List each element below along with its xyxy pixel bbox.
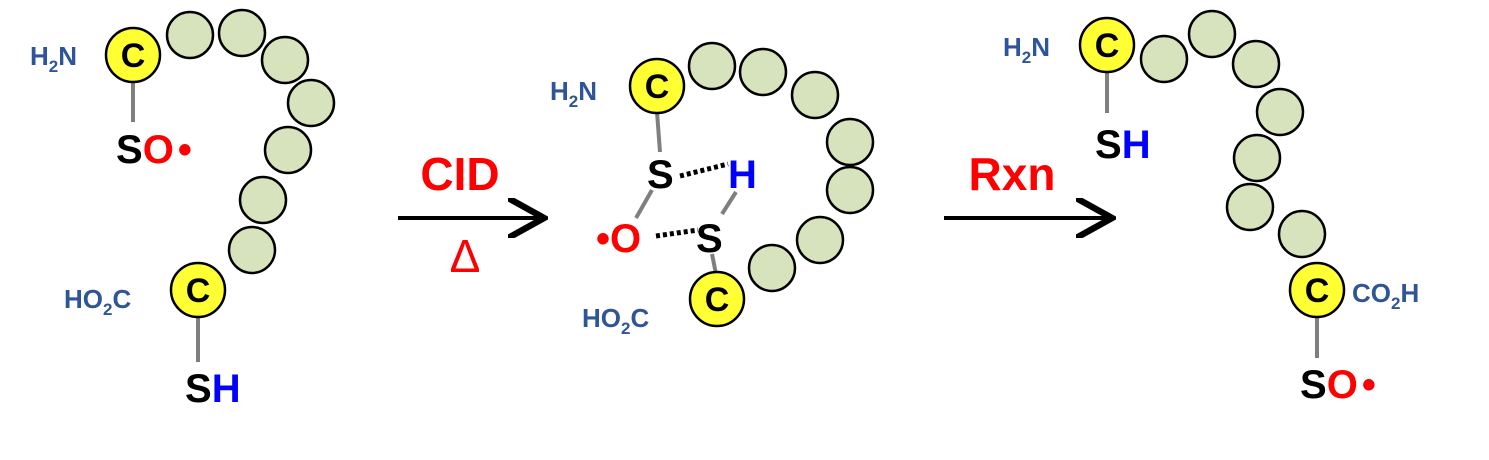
arrow-label-rxn: Rxn bbox=[969, 148, 1056, 200]
sulfinyl-radical: SO• bbox=[1300, 363, 1376, 407]
hydrogen-bond-os bbox=[655, 227, 699, 239]
n-terminus-label: H2N bbox=[1003, 32, 1050, 67]
residue-bead bbox=[747, 243, 797, 293]
cys-label: C bbox=[645, 68, 670, 106]
residue-bead bbox=[687, 41, 737, 91]
cys-label: C bbox=[121, 37, 146, 75]
s-o-bond bbox=[634, 189, 654, 219]
residue-bead bbox=[165, 10, 215, 60]
residue-bead bbox=[825, 117, 875, 167]
residue-bead bbox=[1225, 182, 1275, 232]
n-terminus-label: H2N bbox=[550, 76, 597, 111]
residue-bead bbox=[1232, 133, 1282, 183]
cysteine-c-terminal bbox=[688, 270, 746, 328]
cysteine-c-terminal bbox=[1288, 261, 1346, 319]
residue-bead bbox=[286, 78, 336, 128]
residue-bead bbox=[790, 70, 840, 120]
s-h-bond bbox=[720, 190, 738, 216]
residue-bead bbox=[1231, 39, 1281, 89]
residue-bead bbox=[263, 125, 313, 175]
residue-bead bbox=[227, 225, 277, 275]
cysteine-n-terminal bbox=[104, 26, 162, 84]
c-terminus-label: CO2H bbox=[1352, 278, 1419, 313]
residue-bead bbox=[1255, 87, 1305, 137]
residue-bead bbox=[738, 47, 788, 97]
reaction-arrow-cid: CID Δ bbox=[398, 148, 540, 282]
sulfur-atom: S bbox=[696, 217, 723, 261]
residue-bead bbox=[825, 165, 875, 215]
panel-3-peptide: C C H2N CO2H SH SO• bbox=[1003, 9, 1419, 407]
residue-bead bbox=[795, 215, 845, 265]
residue-bead bbox=[1277, 209, 1327, 259]
panel-2-peptide: C C H2N HO2C S H •O S bbox=[550, 41, 875, 338]
thiol-group: SH bbox=[1095, 123, 1151, 167]
cys-s-bond bbox=[655, 111, 662, 153]
c-terminus-label: HO2C bbox=[582, 303, 649, 338]
hydrogen-bond-sh bbox=[679, 161, 729, 179]
cysteine-c-terminal bbox=[169, 261, 227, 319]
residue-bead bbox=[260, 35, 310, 85]
sulfur-atom: S bbox=[647, 153, 674, 197]
n-terminus-label: H2N bbox=[30, 41, 77, 76]
panel-1-peptide: C C H2N HO2C SO• SH bbox=[30, 8, 336, 411]
residue-bead bbox=[238, 175, 288, 225]
hydrogen-atom: H bbox=[728, 153, 757, 197]
arrow-label-cid: CID bbox=[420, 148, 499, 200]
cys-label: C bbox=[1095, 27, 1120, 65]
residue-bead bbox=[217, 8, 267, 58]
residue-bead bbox=[1187, 9, 1237, 59]
thiol-group: SH bbox=[185, 367, 241, 411]
oxygen-radical: •O bbox=[596, 217, 641, 261]
arrow-label-heat: Δ bbox=[450, 230, 481, 282]
sulfinyl-radical: SO• bbox=[116, 128, 192, 172]
cys-s-bond bbox=[710, 253, 718, 275]
cys-label: C bbox=[705, 281, 730, 319]
residue-bead bbox=[1139, 34, 1189, 84]
reaction-arrow-rxn: Rxn bbox=[944, 148, 1108, 218]
cysteine-n-terminal bbox=[628, 57, 686, 115]
cys-label: C bbox=[186, 272, 211, 310]
cysteine-n-terminal bbox=[1078, 16, 1136, 74]
c-terminus-label: HO2C bbox=[64, 284, 131, 319]
cys-label: C bbox=[1305, 272, 1330, 310]
